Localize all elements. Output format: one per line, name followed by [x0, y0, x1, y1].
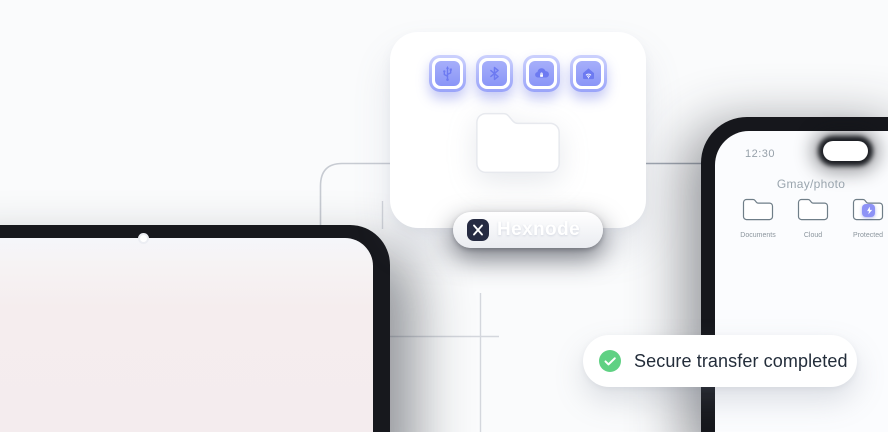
folder-illustration-icon [476, 112, 560, 174]
bluetooth-icon [490, 66, 499, 81]
folder-icon [741, 195, 775, 228]
phone-header-title: Gmay/photo [776, 177, 846, 191]
smart-home-tile[interactable] [570, 55, 607, 92]
folder-label: Cloud [803, 232, 823, 239]
hexnode-badge: Hexnode [453, 212, 603, 248]
status-time: 12:30 [745, 148, 776, 160]
laptop-device [0, 225, 390, 432]
tile-face [435, 61, 460, 86]
folder-item-cloud[interactable]: Cloud [792, 195, 834, 239]
transfer-card [390, 32, 646, 228]
success-check-icon [599, 350, 621, 372]
toast-message: Secure transfer completed [634, 350, 848, 371]
smart-home-icon [582, 68, 595, 80]
bluetooth-tile[interactable] [476, 55, 513, 92]
managed-folder-badge-icon [862, 204, 875, 217]
folder-label: Documents [740, 232, 776, 239]
folder-icon [851, 195, 885, 228]
tile-frame [479, 58, 510, 89]
secure-cloud-tile[interactable] [523, 55, 560, 92]
tile-frame [526, 58, 557, 89]
tile-frame [432, 58, 463, 89]
folder-label: Protected [853, 232, 883, 239]
secure-cloud-icon [535, 68, 549, 78]
phone-folder-row: Documents Cloud [737, 195, 888, 239]
hexnode-logo-icon [467, 219, 489, 241]
connector-laptop-to-card [319, 162, 392, 230]
usb-icon [443, 65, 452, 81]
connectivity-tile-row [390, 55, 646, 92]
folder-icon [796, 195, 830, 228]
tile-face [482, 61, 507, 86]
laptop-screen [0, 238, 373, 432]
laptop-camera-icon [140, 235, 147, 242]
hexnode-badge-label: Hexnode [497, 219, 581, 240]
secure-transfer-toast[interactable]: Secure transfer completed [583, 335, 857, 387]
folder-item-documents[interactable]: Documents [737, 195, 779, 239]
tile-face [529, 61, 554, 86]
tile-frame [573, 58, 604, 89]
tile-face [576, 61, 601, 86]
usb-tile[interactable] [429, 55, 466, 92]
dynamic-island [823, 141, 868, 161]
folder-item-protected[interactable]: Protected [847, 195, 888, 239]
